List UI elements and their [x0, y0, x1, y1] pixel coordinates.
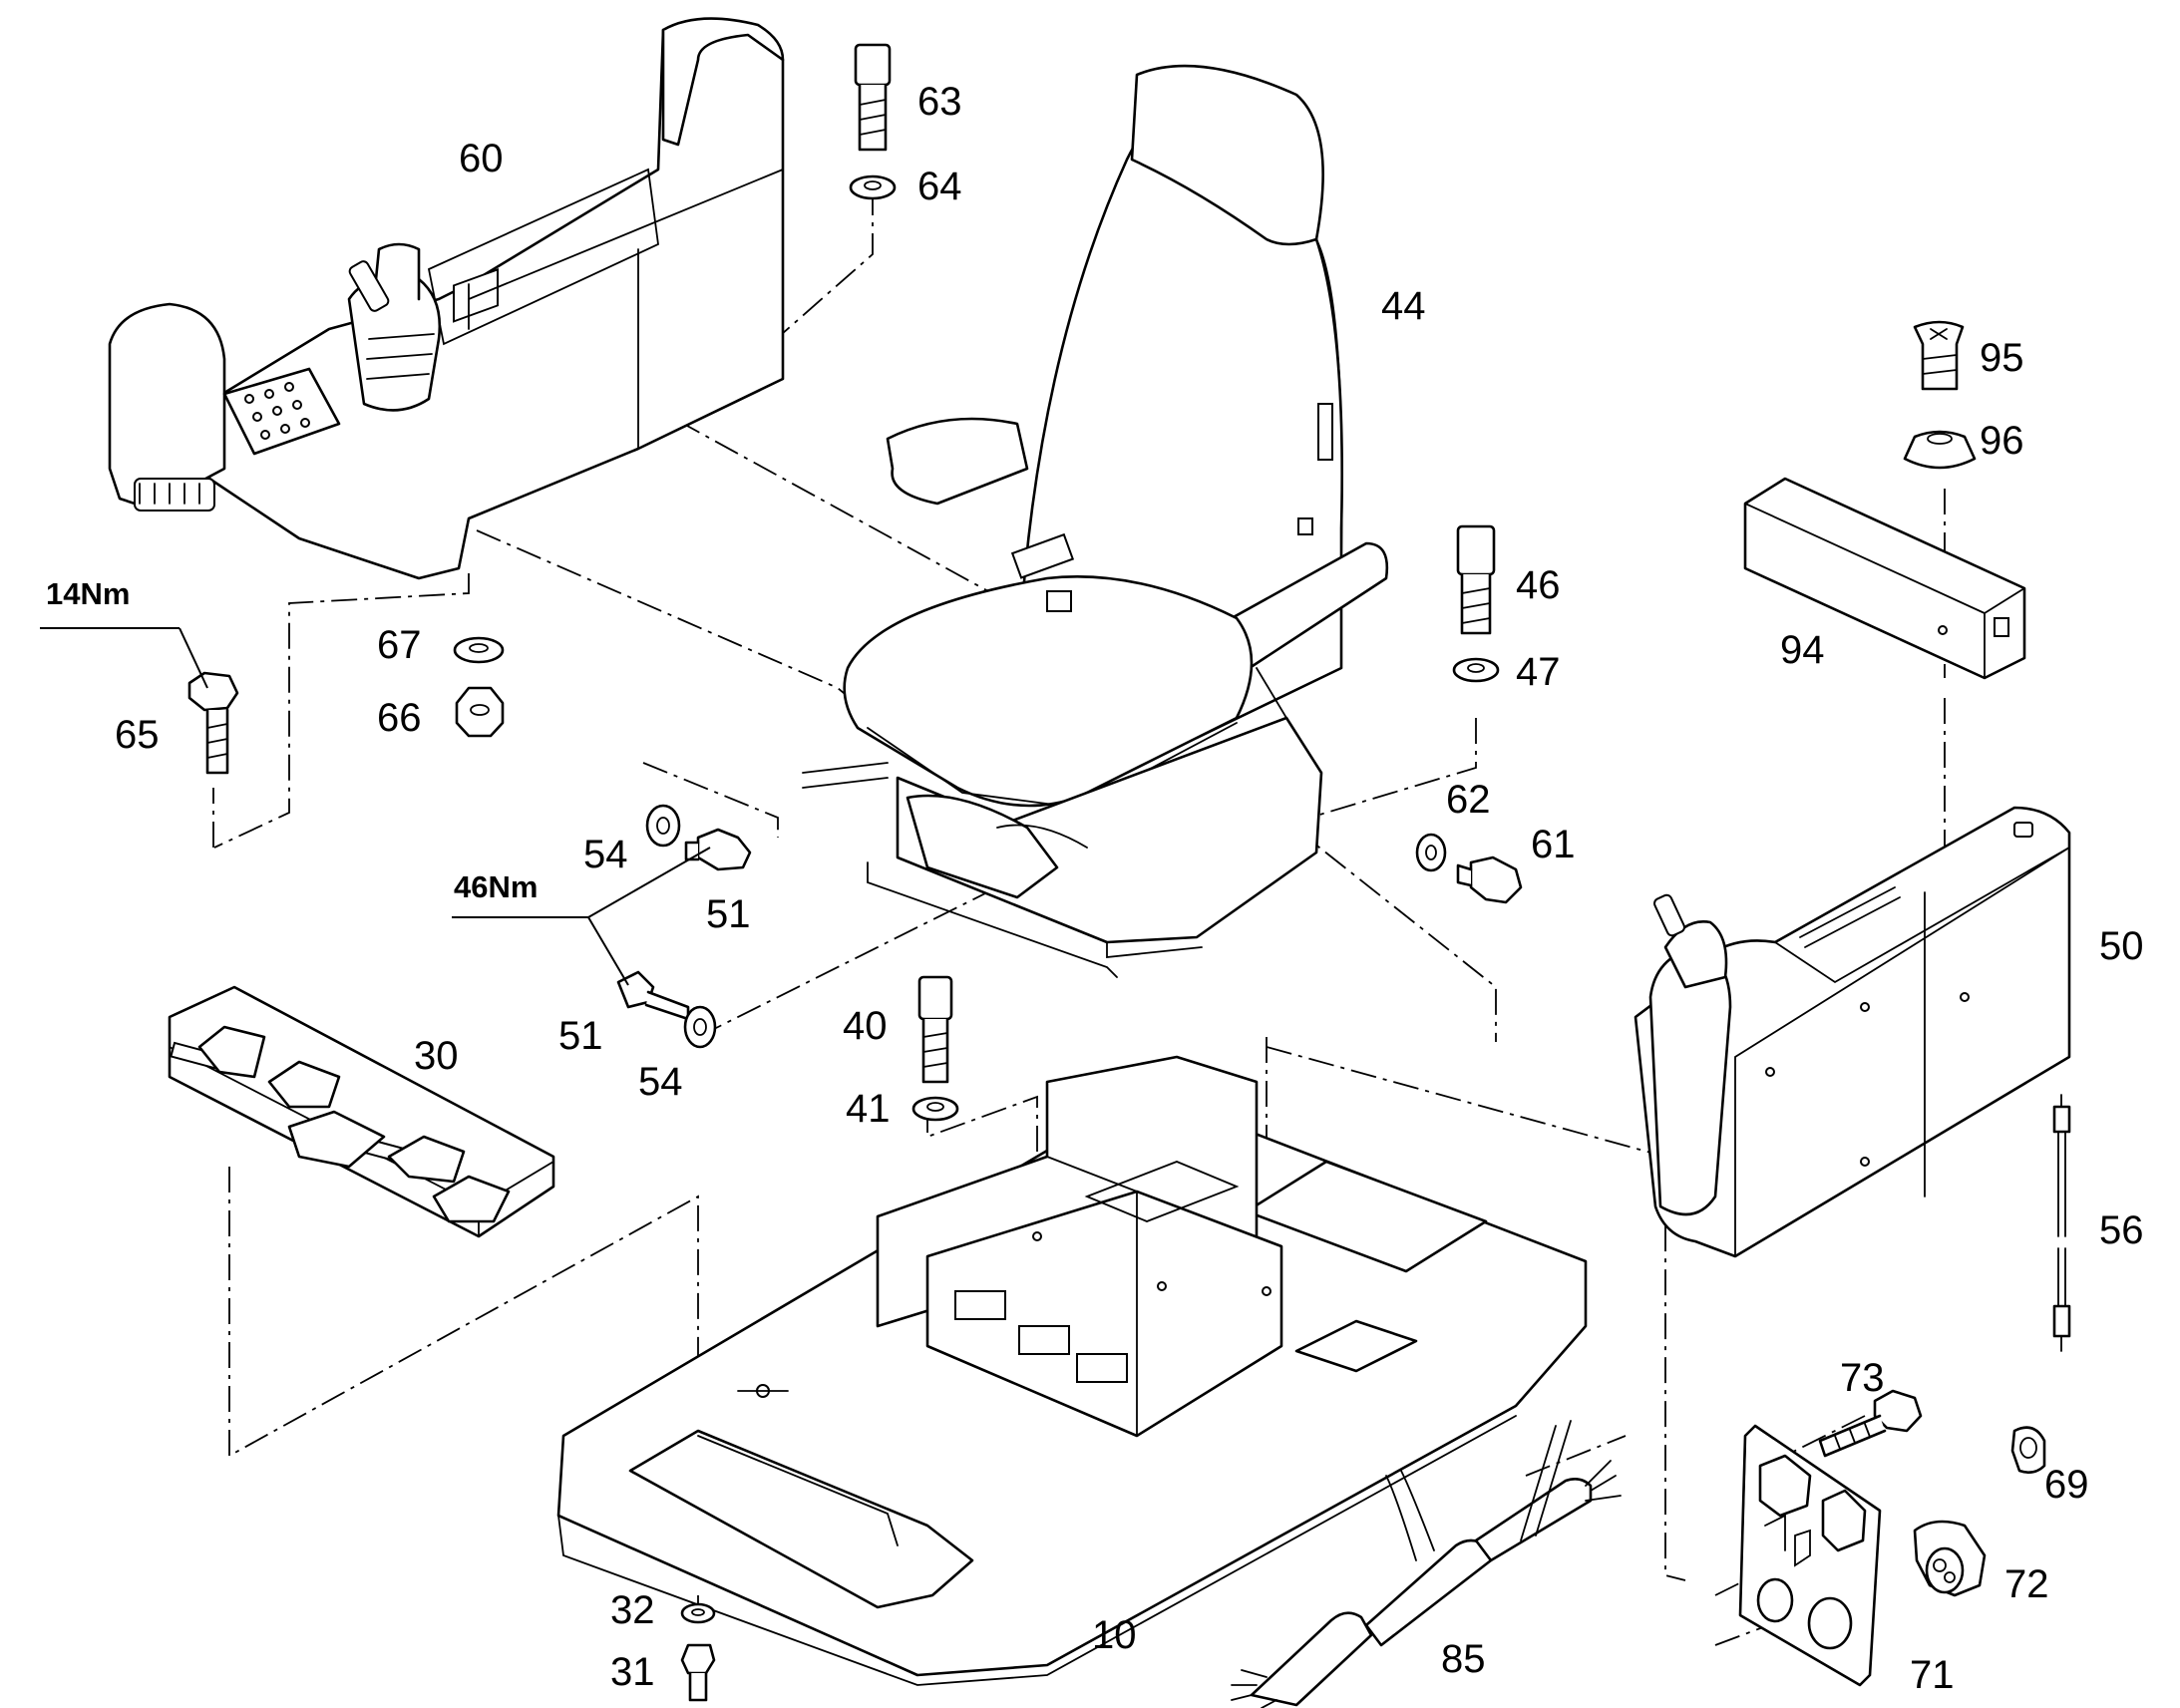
part-label-10: 10 — [1092, 1613, 1137, 1657]
part-label-71: 71 — [1910, 1653, 1955, 1697]
part-label-32: 32 — [610, 1588, 655, 1632]
part-label-94: 94 — [1780, 628, 1825, 672]
plug — [2010, 1426, 2046, 1474]
torque-leader-46nm-upper — [587, 847, 711, 918]
part-label-96: 96 — [1980, 419, 2024, 463]
part-label-51-lower: 51 — [558, 1014, 603, 1058]
part-label-56: 56 — [2099, 1208, 2144, 1252]
part-number-labels: 60 63 64 44 95 96 94 46 47 67 66 65 62 6… — [115, 80, 2144, 1697]
torque-leader-46nm-lower — [587, 916, 629, 986]
cable-gland — [1913, 1520, 1987, 1597]
part-label-63: 63 — [917, 80, 962, 124]
part-label-30: 30 — [414, 1034, 459, 1078]
part-label-40: 40 — [843, 1004, 888, 1048]
part-label-46: 46 — [1516, 563, 1561, 607]
part-label-85: 85 — [1441, 1637, 1486, 1681]
part-label-50: 50 — [2099, 924, 2144, 968]
part-label-54-upper: 54 — [583, 833, 628, 876]
seat-base-box — [876, 1055, 1283, 1438]
mounting-block — [1743, 477, 2026, 680]
part-label-51-upper: 51 — [706, 892, 751, 936]
part-label-69: 69 — [2044, 1463, 2089, 1507]
connector-plate — [1738, 1424, 1882, 1687]
connector-bolt — [1818, 1389, 1923, 1458]
left-console — [108, 17, 785, 580]
torque-label-46nm: 46Nm — [454, 869, 538, 904]
wire-harness — [1231, 1420, 1622, 1708]
part-label-67: 67 — [377, 623, 422, 667]
part-label-95: 95 — [1980, 336, 2024, 380]
part-label-41: 41 — [846, 1087, 891, 1131]
part-label-31: 31 — [610, 1650, 655, 1694]
part-label-47: 47 — [1516, 650, 1561, 694]
part-label-62: 62 — [1446, 778, 1491, 822]
part-label-66: 66 — [377, 696, 422, 740]
fasteners — [187, 43, 2071, 1702]
torque-callouts: 14Nm 46Nm — [40, 576, 711, 986]
torque-leader-14nm — [179, 627, 208, 689]
part-label-61: 61 — [1531, 823, 1576, 866]
right-console — [1634, 806, 2071, 1258]
part-label-60: 60 — [459, 137, 504, 180]
part-label-72: 72 — [2004, 1562, 2049, 1606]
pedal-plate — [168, 985, 555, 1238]
part-label-64: 64 — [917, 165, 962, 208]
operator-seat — [802, 64, 1389, 978]
torque-label-14nm: 14Nm — [46, 576, 130, 611]
part-label-65: 65 — [115, 713, 160, 757]
part-label-44: 44 — [1381, 284, 1426, 328]
part-label-73: 73 — [1840, 1356, 1885, 1400]
part-label-54-lower: 54 — [638, 1060, 683, 1104]
